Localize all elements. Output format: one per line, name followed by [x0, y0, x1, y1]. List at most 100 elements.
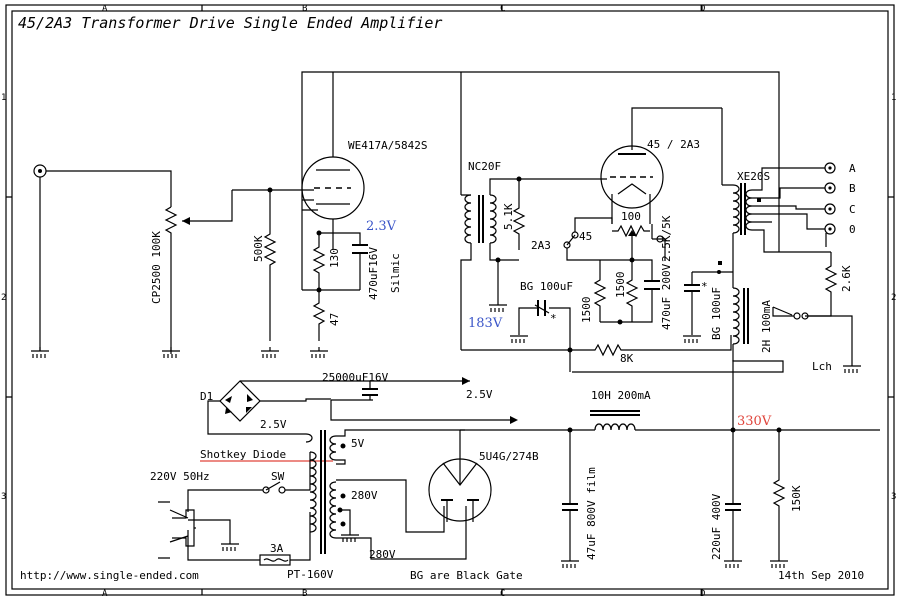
grid-col-b-bottom: B: [302, 589, 307, 599]
schottky-note: Shotkey Diode: [200, 448, 286, 461]
grid-resistor-label: 500K: [252, 235, 265, 262]
ground-ist: [489, 304, 507, 312]
heater-supply: [240, 377, 518, 424]
main-choke-label: 10H 200mA: [591, 389, 651, 402]
film-capacitor: [562, 430, 578, 561]
resistor-8k: [461, 335, 732, 357]
ground-symbols: [31, 347, 328, 358]
grid-row-3-right: 3: [891, 492, 896, 502]
wire-ct: [340, 509, 351, 535]
input-tube-label: WE417A/5842S: [348, 139, 427, 152]
output-terminals: [752, 162, 836, 253]
output-0-label: 0: [849, 223, 856, 236]
wire-b-plus-top: [301, 71, 702, 200]
ground-bg1: [510, 335, 528, 343]
nfb-resistor: [805, 252, 838, 317]
interstage-resistor-label: 5.1K: [502, 203, 515, 230]
cathode-resistor-130: [312, 233, 326, 290]
b-plus-voltage: 330V: [737, 414, 772, 429]
bleeder-resistor: [772, 430, 786, 561]
output-cathode-resistor-b-label: 1500: [614, 272, 627, 299]
wire-cathode-cap: [319, 232, 361, 245]
wire-v2-grid: [497, 178, 607, 305]
rectifier-tube: [428, 430, 492, 522]
cathode-capacitor-label: 470uF16V: [367, 247, 380, 300]
footer-bg-note: BG are Black Gate: [410, 569, 523, 582]
ground-nfb: [843, 351, 861, 373]
grid-col-a-top: A: [102, 4, 108, 14]
cathode-capacitor: [352, 244, 368, 290]
resistor-8k-label: 8K: [620, 352, 634, 365]
main-choke: [590, 410, 880, 431]
wire-heater-right: [651, 224, 666, 261]
interstage-transformer: [460, 72, 519, 350]
output-transformer-label: XE20S: [737, 170, 770, 183]
frame-inner: [11, 10, 889, 590]
output-cathode-resistor-a-label: 1500: [580, 297, 593, 324]
heater-select-label: 45: [579, 230, 592, 243]
bleeder-resistor-label: 150K: [790, 485, 803, 512]
bg-cap-2-label: BG 100uF: [710, 287, 723, 340]
nfb-switch: [772, 306, 853, 351]
lch-label: Lch: [812, 360, 832, 373]
cathode-capacitor-note: Silmic: [389, 253, 402, 293]
rectifier-tube-label: 5U4G/274B: [479, 450, 539, 463]
bg-cap-1: [518, 300, 571, 349]
grid-row-3-left: 3: [1, 492, 6, 502]
grid-col-a-bottom: A: [102, 589, 108, 599]
reservoir-capacitor: [725, 430, 741, 561]
sec-5v-label: 5V: [351, 437, 365, 450]
hum-pot: [612, 224, 650, 260]
wire-280v: [336, 479, 467, 560]
wire-top-right: [702, 71, 780, 192]
small-choke-label: 2H 100mA: [760, 300, 773, 353]
footer-date: 14th Sep 2010: [778, 569, 864, 582]
bg-cap-2: [684, 272, 700, 335]
mains-plug: [158, 501, 196, 559]
mains-label: 220V 50Hz: [150, 470, 210, 483]
output-tube-label: 45 / 2A3: [647, 138, 700, 151]
output-cathode-resistors: [593, 259, 660, 323]
diagram-title: 45/2A3 Transformer Drive Single Ended Am…: [18, 14, 442, 32]
bg-cap-2-asterisk: *: [701, 280, 708, 293]
interstage-select-label: 2A3: [531, 239, 551, 252]
cathode-resistor-47-label: 47: [328, 313, 341, 326]
input-jack: [33, 164, 172, 351]
cathode-resistor-47: [312, 290, 326, 341]
sec-280v-b-label: 280V: [369, 548, 396, 561]
frame-outer: [5, 4, 895, 596]
nfb-resistor-label: 2.6K: [840, 265, 853, 292]
interstage-resistor: [512, 179, 526, 250]
power-transformer-label: PT-160V: [287, 568, 334, 581]
ground-psu: [221, 534, 788, 568]
wire-lch: [572, 350, 784, 373]
diode-bridge-voltage: 2.5V: [260, 418, 287, 431]
grid-col-c-bottom: C: [500, 589, 505, 599]
cathode-resistor-130-label: 130: [328, 248, 341, 268]
footer-url: http://www.single-ended.com: [20, 569, 199, 582]
bg-cap-1-label: BG 100uF: [520, 280, 573, 293]
heater-selector: [563, 217, 632, 261]
grid-row-2-left: 2: [1, 293, 6, 303]
wire-5v: [336, 429, 465, 465]
grid-col-c-top: C: [500, 4, 505, 14]
heater-voltage: 2.3V: [366, 219, 397, 234]
ground-bg2: [683, 335, 701, 343]
diode-bridge-label: D1: [200, 390, 213, 403]
output-a-label: A: [849, 162, 856, 175]
small-choke: [732, 272, 749, 350]
hum-pot-label: 100: [621, 210, 641, 223]
grid-resistor: [263, 190, 277, 341]
cathode-voltage: 183V: [468, 316, 503, 331]
grid-col-d-bottom: D: [700, 589, 705, 599]
grid-row-1-right: 1: [891, 93, 896, 103]
power-transformer: [305, 430, 337, 554]
film-capacitor-label: 47uF 800V film: [585, 467, 598, 560]
frame-ticks: [6, 5, 894, 595]
bg-cap-1-asterisk: *: [550, 312, 557, 325]
output-b-label: B: [849, 182, 856, 195]
diode-bridge: [207, 380, 331, 435]
output-c-label: C: [849, 203, 856, 216]
grid-row-1-left: 1: [1, 93, 6, 103]
